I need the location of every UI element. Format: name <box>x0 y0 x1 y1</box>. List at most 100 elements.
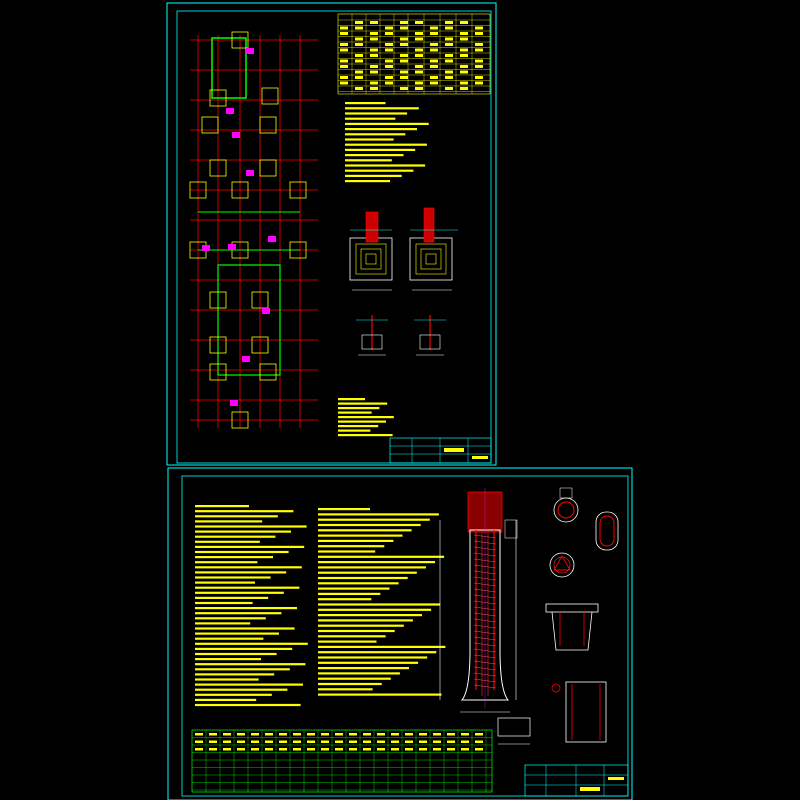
beam-section-detail-2 <box>414 315 446 356</box>
table-cell-glyph <box>405 740 413 743</box>
table-cell-glyph <box>340 59 348 63</box>
note-text-line <box>195 683 303 686</box>
table-cell-glyph <box>433 748 441 751</box>
table-cell-glyph <box>405 733 413 736</box>
note-text-line <box>318 566 426 569</box>
table-cell-glyph <box>377 733 385 736</box>
note-text-line <box>195 663 306 666</box>
pile-cap <box>259 159 277 177</box>
note-text-line <box>195 540 260 543</box>
note-text-line <box>318 656 428 659</box>
table-cell-glyph <box>385 81 393 85</box>
pile-tag <box>226 108 234 114</box>
construction-notes-block <box>338 398 394 437</box>
note-text-line <box>338 402 388 405</box>
table-cell-glyph <box>340 81 348 85</box>
note-text-line <box>318 598 372 601</box>
table-cell-glyph <box>223 740 231 743</box>
table-cell-glyph <box>445 43 453 46</box>
note-text-line <box>195 668 290 671</box>
table-cell-glyph <box>461 740 469 743</box>
pile-cap <box>261 87 279 105</box>
pile-cap <box>209 336 227 354</box>
table-cell-glyph <box>340 26 348 30</box>
table-cell-glyph <box>335 740 343 743</box>
table-cell-glyph <box>460 70 468 74</box>
table-cell-glyph <box>415 32 423 35</box>
table-cell-glyph <box>475 81 483 85</box>
note-text-line <box>338 411 372 414</box>
table-cell-glyph <box>349 748 357 751</box>
table-cell-glyph <box>460 32 468 35</box>
pile-cap <box>289 241 307 259</box>
pile-cap <box>189 181 207 199</box>
pile-cap <box>209 89 227 107</box>
note-text-line <box>318 688 373 691</box>
pile-head-detail <box>545 603 599 651</box>
sheet-bottom-inner-frame <box>181 475 629 797</box>
pile-cap <box>289 181 307 199</box>
table-cell-glyph <box>209 740 217 743</box>
pile-cap <box>259 116 277 134</box>
note-text-line <box>195 622 251 625</box>
table-cell-glyph <box>340 48 348 52</box>
note-text-line <box>338 429 371 432</box>
note-text-line <box>195 505 249 508</box>
table-cell-glyph <box>377 740 385 743</box>
pile-tag <box>202 245 210 251</box>
note-text-line <box>318 508 370 511</box>
table-cell-glyph <box>461 733 469 736</box>
note-text-line <box>195 647 293 650</box>
note-text-line <box>195 703 301 707</box>
note-text-line <box>338 434 393 437</box>
note-text-line <box>195 520 263 523</box>
note-text-line <box>345 112 408 115</box>
table-cell-glyph <box>475 733 483 736</box>
table-cell-glyph <box>415 54 423 57</box>
table-cell-glyph <box>391 733 399 736</box>
table-cell-glyph <box>209 733 217 736</box>
table-cell-glyph <box>355 43 363 46</box>
table-cell-glyph <box>430 76 438 79</box>
note-text-line <box>318 592 381 595</box>
table-cell-glyph <box>293 748 301 751</box>
table-cell-glyph <box>349 740 357 743</box>
table-cell-glyph <box>400 76 408 79</box>
table-cell-glyph <box>460 37 468 41</box>
table-cell-glyph <box>385 43 393 46</box>
note-text-line <box>345 154 404 157</box>
table-cell-glyph <box>461 748 469 751</box>
sheet-top-inner-frame <box>176 10 492 464</box>
sheet-top-outer-frame <box>166 2 497 466</box>
table-cell-glyph <box>251 748 259 751</box>
note-text-line <box>195 591 284 594</box>
note-text-line <box>195 698 257 701</box>
table-cell-glyph <box>385 65 393 68</box>
table-cell-glyph <box>355 76 363 79</box>
pile-cap <box>209 159 227 177</box>
table-frame <box>337 13 491 95</box>
table-cell-glyph <box>445 76 453 79</box>
pile-cap-detail-1 <box>349 211 393 291</box>
note-text-line <box>195 510 294 513</box>
sheet-bottom <box>167 467 633 800</box>
sheet-top-title-block <box>389 437 492 464</box>
table-cell-glyph <box>307 748 315 751</box>
note-text-line <box>195 576 271 579</box>
pile-design-notes <box>195 505 446 707</box>
pile-cap <box>259 363 277 381</box>
pile-cap <box>209 291 227 309</box>
pile-bottom-detail <box>551 681 607 743</box>
table-cell-glyph <box>400 87 408 90</box>
table-cell-glyph <box>430 65 438 68</box>
table-frame <box>191 729 493 793</box>
note-text-line <box>345 138 394 141</box>
note-text-line <box>195 561 258 564</box>
table-cell-glyph <box>415 70 423 74</box>
table-cell-glyph <box>355 59 363 63</box>
note-text-line <box>345 128 417 131</box>
pile-parameter-table <box>191 729 493 793</box>
table-cell-glyph <box>251 740 259 743</box>
table-cell-glyph <box>475 76 483 79</box>
table-cell-glyph <box>370 87 378 90</box>
